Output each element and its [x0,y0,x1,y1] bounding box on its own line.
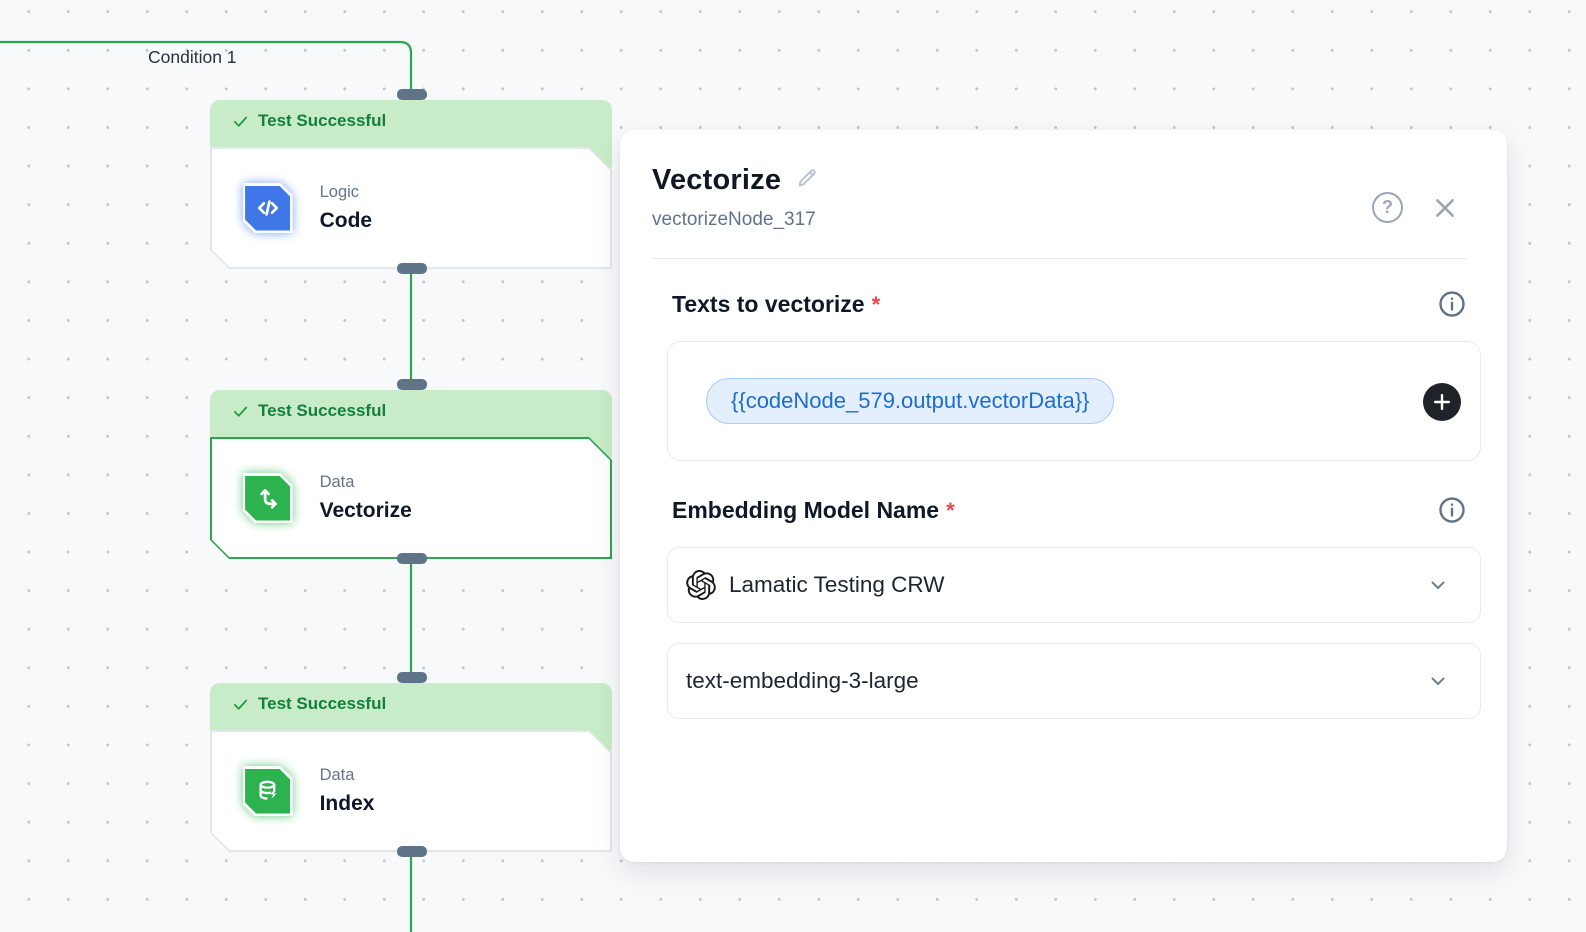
add-text-button[interactable] [1423,383,1461,421]
chevron-down-icon [1431,581,1445,589]
model-value: text-embedding-3-large [686,668,919,693]
node-title: Vectorize [319,499,412,522]
header-divider [652,258,1467,259]
credential-select[interactable]: Lamatic Testing CRW [667,547,1481,623]
node-title: Code [319,209,373,232]
credential-value: Lamatic Testing CRW [729,572,945,597]
node-category: Logic [319,183,360,201]
node-id-text: vectorizeNode_317 [652,209,816,230]
close-icon[interactable] [1431,194,1459,222]
status-text: Test Successful [258,401,387,420]
required-asterisk: * [946,497,955,523]
info-icon[interactable] [1437,495,1467,525]
status-text: Test Successful [258,111,387,130]
node-input-handle[interactable] [397,89,427,100]
info-icon[interactable] [1437,289,1467,319]
condition-branch-label: Condition 1 [148,47,237,67]
openai-logo-icon [686,570,716,600]
node-card-selected[interactable]: Data Vectorize [210,437,612,559]
node-card[interactable]: Logic Code [210,147,612,269]
node-vectorize[interactable]: Test Successful D [210,379,612,570]
model-select[interactable]: text-embedding-3-large [667,643,1481,719]
texts-to-vectorize-field[interactable]: {{codeNode_579.output.vectorData}} [667,341,1481,461]
plus-icon [1433,393,1451,411]
node-category: Data [319,766,355,784]
node-code[interactable]: Test Successful Logic Code [210,89,612,280]
node-index[interactable]: Test Successful [210,672,612,863]
node-input-handle[interactable] [397,379,427,390]
vectorize-icon [254,484,282,512]
edit-pencil-icon[interactable] [795,166,819,190]
check-icon [233,406,248,417]
check-icon [233,116,248,127]
node-config-panel: Vectorize vectorizeNode_317 ? Texts to v [620,130,1507,862]
node-title: Index [319,792,375,815]
code-icon [254,194,282,222]
node-input-handle[interactable] [397,672,427,683]
required-asterisk: * [871,291,881,317]
embedding-model-label: Embedding Model Name [672,496,940,523]
help-icon[interactable]: ? [1372,192,1403,223]
node-output-handle[interactable] [397,263,427,274]
chevron-down-icon [1431,677,1445,685]
texts-to-vectorize-label: Texts to vectorize [672,290,865,317]
node-category: Data [319,473,355,491]
index-icon [254,777,282,805]
panel-title: Vectorize [652,164,782,196]
status-text: Test Successful [258,694,387,713]
node-output-handle[interactable] [397,553,427,564]
node-card[interactable]: Data Index [210,730,612,852]
variable-pill[interactable]: {{codeNode_579.output.vectorData}} [706,378,1115,424]
check-icon [233,699,248,710]
node-output-handle[interactable] [397,846,427,857]
